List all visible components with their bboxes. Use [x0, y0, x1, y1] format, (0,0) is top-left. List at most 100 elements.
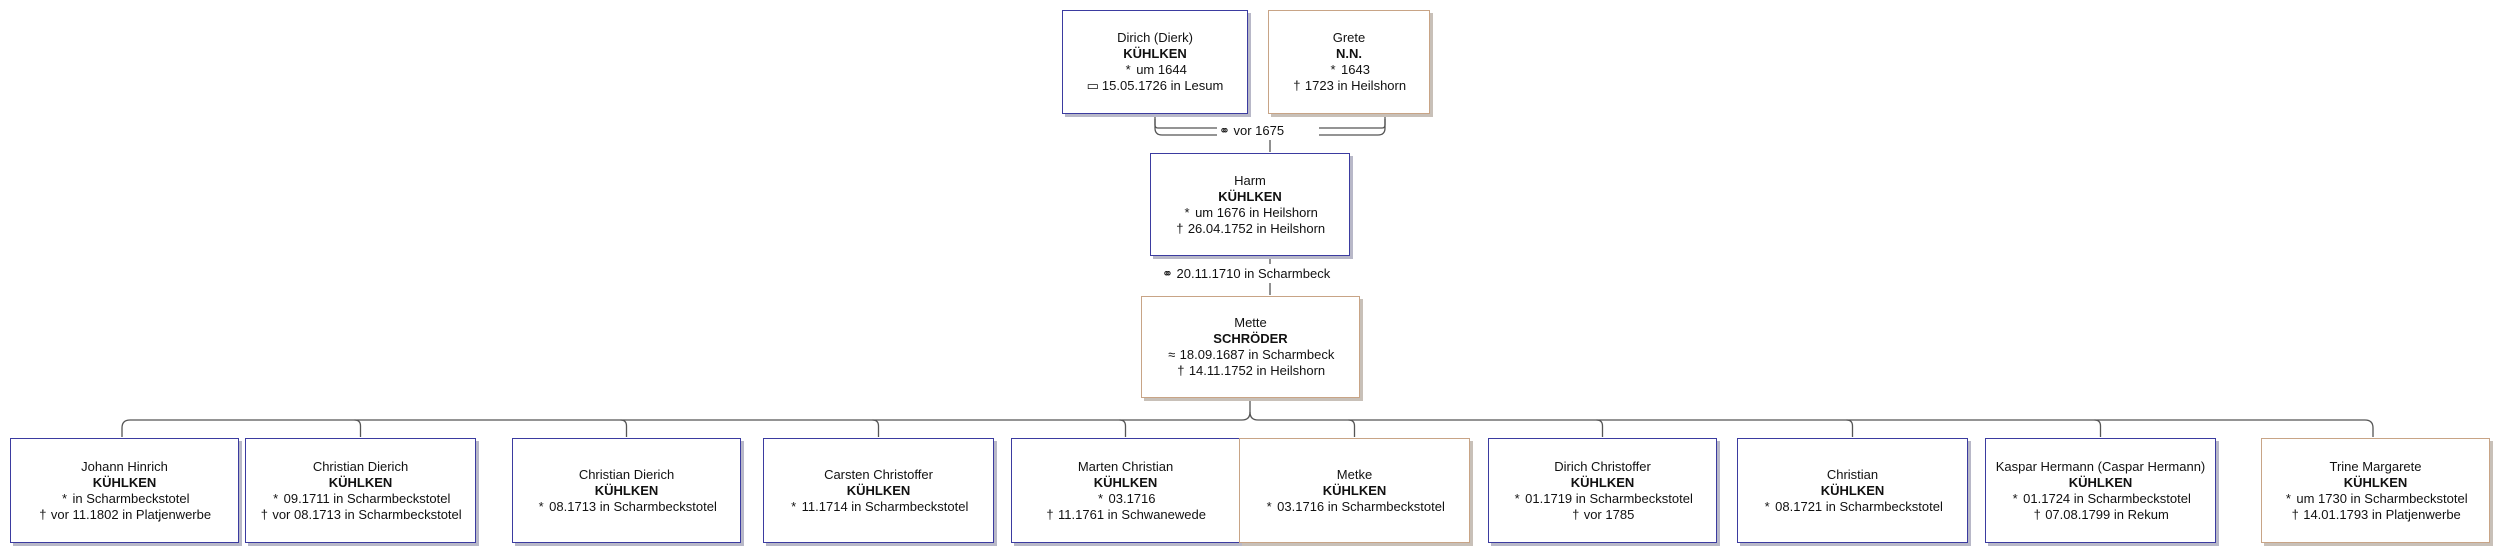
death-icon: † [1293, 78, 1301, 93]
given-name: Johann Hinrich [81, 458, 168, 474]
surname: N.N. [1336, 46, 1362, 61]
event-line: *um 1730 in Scharmbeckstotel [2283, 490, 2468, 507]
surname: KÜHLKEN [2068, 474, 2133, 490]
event-line: ▭15.05.1726 in Lesum [1086, 78, 1224, 93]
marriage-label-gen1: ⚭ vor 1675 [1217, 123, 1287, 139]
given-name: Carsten Christoffer [824, 466, 933, 482]
event-line: *in Scharmbeckstotel [59, 490, 190, 507]
event-line: †vor 1785 [1572, 506, 1635, 522]
child-connector [1348, 419, 1356, 437]
given-name: Marten Christian [1077, 458, 1174, 474]
given-name: Harm [1234, 172, 1266, 188]
birth-icon: * [1330, 62, 1336, 77]
surname: KÜHLKEN [1570, 474, 1635, 490]
event-line: *08.1713 in Scharmbeckstotel [536, 499, 717, 515]
birth-icon: * [273, 490, 279, 506]
given-name: Christian Dierich [578, 466, 675, 482]
given-name: Mette [1234, 315, 1267, 330]
surname: KÜHLKEN [92, 474, 157, 490]
event-line: *09.1711 in Scharmbeckstotel [271, 490, 450, 507]
child-connector [354, 419, 362, 437]
surname: KÜHLKEN [1322, 482, 1387, 498]
event-line: †14.01.1793 in Platjenwerbe [2291, 506, 2461, 522]
child-connector [1596, 419, 1604, 437]
event-line: †1723 in Heilshorn [1293, 78, 1407, 93]
given-name: Metke [1336, 466, 1373, 482]
marriage-label-gen2: ⚭ 20.11.1710 in Scharmbeck [1160, 266, 1333, 282]
event-line: *08.1721 in Scharmbeckstotel [1762, 499, 1943, 515]
event-line: *1643 [1328, 62, 1370, 78]
surname: KÜHLKEN [1093, 474, 1158, 490]
event-line: †26.04.1752 in Heilshorn [1176, 220, 1326, 236]
event-line: *um 1644 [1123, 62, 1187, 78]
event-line: *01.1719 in Scharmbeckstotel [1512, 491, 1693, 507]
birth-icon: * [1184, 204, 1190, 220]
given-name: Christian [1826, 466, 1879, 482]
birth-icon: * [1764, 498, 1770, 514]
event-line: †11.1761 in Schwanewede [1046, 506, 1206, 522]
baptism-icon: ≈ [1168, 347, 1176, 362]
surname: KÜHLKEN [1820, 482, 1885, 498]
surname: SCHRÖDER [1213, 331, 1288, 346]
person-box-child[interactable]: Kaspar Hermann (Caspar Hermann)KÜHLKEN*0… [1985, 438, 2216, 543]
event-line: *01.1724 in Scharmbeckstotel [2010, 491, 2191, 507]
death-icon: † [1177, 363, 1185, 378]
event-line: *um 1676 in Heilshorn [1182, 205, 1318, 221]
event-line: *03.1716 [1096, 491, 1156, 507]
person-box-mette[interactable]: Mette SCHRÖDER ≈18.09.1687 in Scharmbeck… [1141, 296, 1360, 398]
surname: KÜHLKEN [2343, 474, 2408, 490]
child-connector [2094, 419, 2102, 437]
event-line: †14.11.1752 in Heilshorn [1177, 363, 1326, 378]
birth-icon: * [2012, 490, 2018, 506]
surname: KÜHLKEN [328, 474, 393, 490]
death-icon: † [1176, 220, 1184, 236]
birth-icon: * [538, 498, 544, 514]
death-icon: † [2033, 506, 2041, 522]
given-name: Christian Dierich [312, 458, 409, 474]
birth-icon: * [2285, 490, 2291, 506]
death-icon: † [260, 506, 268, 522]
child-connector [1846, 419, 1854, 437]
event-line: *03.1716 in Scharmbeckstotel [1264, 499, 1445, 515]
surname: KÜHLKEN [594, 482, 659, 498]
event-line: †07.08.1799 in Rekum [2033, 506, 2169, 522]
event-line: *11.1714 in Scharmbeckstotel [789, 498, 968, 515]
death-icon: † [1572, 506, 1580, 522]
event-line: †vor 08.1713 in Scharmbeckstotel [260, 506, 462, 522]
child-connector [1119, 419, 1127, 437]
birth-icon: * [1097, 490, 1104, 506]
person-box-dirich[interactable]: Dirich (Dierk) KÜHLKEN *um 1644 ▭15.05.1… [1062, 10, 1248, 114]
given-name: Trine Margarete [2329, 458, 2422, 474]
given-name: Kaspar Hermann (Caspar Hermann) [1995, 458, 2206, 474]
given-name: Grete [1332, 30, 1366, 45]
given-name: Dirich (Dierk) [1117, 30, 1193, 45]
burial-icon: ▭ [1086, 78, 1099, 93]
death-icon: † [1046, 506, 1054, 522]
surname: KÜHLKEN [846, 482, 911, 498]
death-icon: † [2291, 506, 2299, 522]
given-name: Dirich Christoffer [1554, 458, 1651, 474]
event-line: †vor 11.1802 in Platjenwerbe [39, 506, 212, 522]
death-icon: † [39, 506, 47, 522]
event-line: ≈18.09.1687 in Scharmbeck [1168, 347, 1335, 362]
birth-icon: * [61, 490, 67, 506]
birth-icon: * [791, 498, 797, 514]
person-box-harm[interactable]: Harm KÜHLKEN *um 1676 in Heilshorn †26.0… [1150, 153, 1350, 256]
birth-icon: * [1514, 490, 1520, 506]
birth-icon: * [1125, 62, 1131, 77]
surname: KÜHLKEN [1218, 188, 1282, 204]
surname: KÜHLKEN [1123, 46, 1187, 61]
birth-icon: * [1266, 498, 1272, 514]
child-connector [620, 419, 628, 437]
person-box-grete[interactable]: Grete N.N. *1643 †1723 in Heilshorn [1268, 10, 1430, 114]
